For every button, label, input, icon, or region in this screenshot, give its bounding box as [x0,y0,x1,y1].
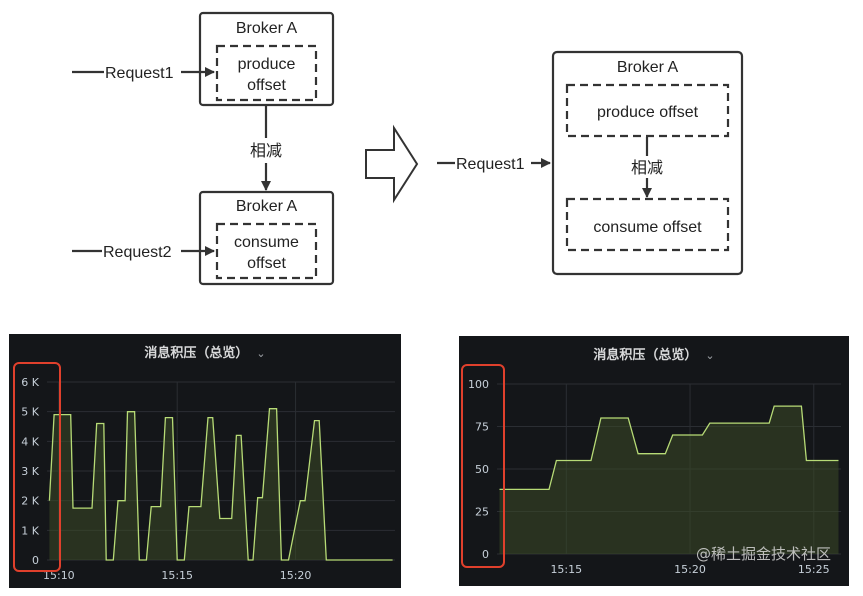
y-tick-label: 4 K [21,435,39,448]
x-tick-label: 15:10 [43,569,75,582]
request1-label-right: Request1 [456,156,525,173]
y-axis-highlight [13,362,61,572]
subtract-arrow-left: 相减 [250,106,282,191]
y-tick-label: 50 [475,463,489,476]
request2-label: Request2 [103,244,172,261]
request2-arrow-left: Request2 [72,244,215,261]
panel-title[interactable]: 消息积压（总览）⌄ [593,348,715,363]
y-tick-label: 0 [32,554,39,567]
y-tick-label: 25 [475,506,489,519]
left-top-broker: Broker A produce offset [198,11,335,107]
left-backlog-panel: 0 1 K 2 K 3 K 4 K 5 K 6 K 15:10 15:15 15:20 消息积压（… [9,334,401,588]
panel-title[interactable]: 消息积压（总览）⌄ [144,346,266,361]
y-tick-label: 1 K [21,524,39,537]
request1-arrow-left: Request1 [72,65,215,82]
series-line [499,405,839,491]
broker-title: Broker A [236,20,298,37]
x-tick-label: 15:20 [280,569,312,582]
broker-title: Broker A [617,59,679,76]
series-area [49,408,393,560]
y-tick-label: 0 [482,548,489,561]
y-tick-label: 100 [468,378,489,391]
chevron-down-icon[interactable]: ⌄ [705,349,715,362]
backlog-chart: 0 1 K 2 K 3 K 4 K 5 K 6 K 15:10 15:15 15:20 [21,376,395,582]
x-tick-label: 15:15 [161,569,193,582]
y-tick-label: 2 K [21,495,39,508]
y-tick-label: 75 [475,421,489,434]
produce-offset-label: produce [238,56,296,73]
series-area [499,406,839,554]
consume-offset-label: consume [234,234,299,251]
consume-offset-label: consume offset [593,219,702,236]
right-broker: Request1 Broker A produce offset 相减 cons… [437,50,744,276]
left-bottom-broker: Broker A consume offset [198,190,335,286]
broker-title: Broker A [236,198,298,215]
y-tick-label: 3 K [21,465,39,478]
x-tick-label: 15:15 [550,563,582,576]
y-axis-highlight [461,364,505,568]
x-tick-label: 15:25 [798,563,830,576]
y-tick-label: 6 K [21,376,39,389]
produce-offset-label: produce offset [597,104,699,121]
subtract-label: 相减 [631,159,663,177]
subtract-label: 相减 [250,142,282,160]
consume-offset-label-line2: offset [247,255,286,272]
watermark: @稀土掘金技术社区 [695,545,831,563]
request1-label: Request1 [105,65,174,82]
series-line [48,408,393,561]
produce-offset-label-line2: offset [247,77,286,94]
chevron-down-icon[interactable]: ⌄ [256,347,266,360]
right-backlog-panel: 0 25 50 75 100 15:15 15:20 15:25 消息积压（总览）⌄ @稀土掘… [459,336,849,586]
offset-diagram: Broker A produce offset Request1 相减 Brok… [72,11,744,286]
y-tick-label: 5 K [21,406,39,419]
x-tick-label: 15:20 [674,563,706,576]
backlog-chart: 0 25 50 75 100 15:15 15:20 15:25 [468,378,841,576]
right-hollow-arrow-icon [365,124,419,204]
